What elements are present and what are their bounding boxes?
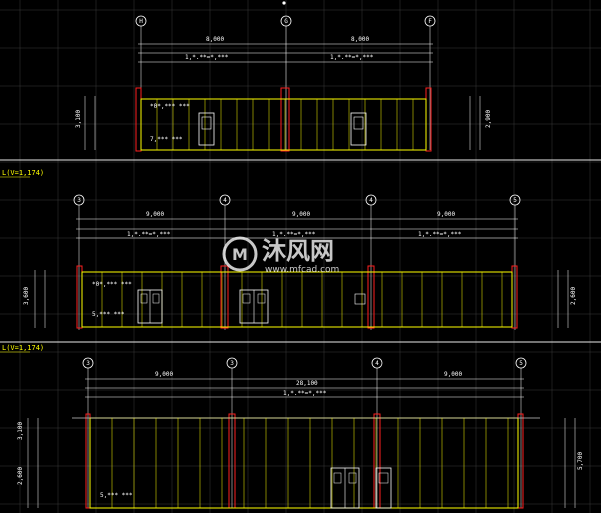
annotation: 5,*** *** (100, 492, 133, 499)
grid-label: 3 (86, 360, 90, 367)
door (198, 112, 215, 146)
annotation: 7,*** *** (150, 136, 183, 143)
elevation-2: L(V=1,174) 3 4 4 5 9,000 9,000 9,000 1,*… (0, 169, 577, 330)
grid-label: 4 (375, 360, 379, 367)
view-marker (282, 1, 286, 5)
dimension-text: 1,*.**=*,*** (185, 54, 229, 61)
annotation: 5,*** *** (92, 311, 125, 318)
watermark: M 沐风网 www.mfcad.com (222, 236, 339, 275)
watermark-logo-icon (222, 236, 258, 272)
dimension-text: 9,000 (155, 371, 173, 378)
vertical-dimension: 3,100 (17, 422, 24, 440)
door (350, 112, 367, 146)
grid-label: G (284, 18, 288, 25)
door (375, 467, 392, 509)
vertical-dimension: 2,600 (570, 287, 577, 305)
dimension-text: 8,000 (206, 36, 224, 43)
watermark-url: www.mfcad.com (265, 265, 339, 275)
grid-label: 4 (369, 197, 373, 204)
dimension-text: 8,000 (351, 36, 369, 43)
grid-label: 3 (77, 197, 81, 204)
elevation-1: H G F 8,000 8,000 1,*.**=*,*** 1,*.**=*,… (75, 15, 492, 152)
dimension-text: 1,*.**=*,*** (283, 390, 327, 397)
watermark-brand: 沐风网 (262, 237, 334, 265)
dimension-text: 1,*.**=*,*** (127, 231, 171, 238)
dimension-text: 9,000 (444, 371, 462, 378)
grid-label: F (428, 18, 432, 25)
dimension-text: 1,*.**=*,*** (272, 231, 316, 238)
annotation: *0*,*** *** (92, 281, 132, 288)
vertical-dimension: 3,600 (23, 287, 30, 305)
dimension-text: 9,000 (292, 211, 310, 218)
grid-label: 3 (230, 360, 234, 367)
grid-label: 5 (513, 197, 517, 204)
vertical-dimension: 5,700 (577, 452, 584, 470)
dimension-text: 1,*.**=*,*** (418, 231, 462, 238)
dimension-text: 9,000 (437, 211, 455, 218)
vertical-dimension: 2,900 (485, 110, 492, 128)
annotation: *0*,*** *** (150, 103, 190, 110)
elevation-title: L(V=1,174) (2, 169, 44, 177)
dimension-text: 9,000 (146, 211, 164, 218)
watermark-logo-letter: M (232, 245, 248, 264)
elevation-title: L(V=1,174) (2, 344, 44, 352)
grid-label: H (139, 18, 143, 25)
vertical-dimension: 3,100 (75, 110, 82, 128)
grid-label: 4 (223, 197, 227, 204)
vertical-dimension: 2,600 (17, 467, 24, 485)
dimension-text: 1,*.**=*,*** (330, 54, 374, 61)
dimension-text: 28,100 (296, 380, 318, 387)
grid-label: 5 (519, 360, 523, 367)
window (354, 293, 366, 305)
elevation-3: L(V=1,174) 3 3 4 5 9,000 28,100 9,000 1,… (0, 344, 584, 509)
